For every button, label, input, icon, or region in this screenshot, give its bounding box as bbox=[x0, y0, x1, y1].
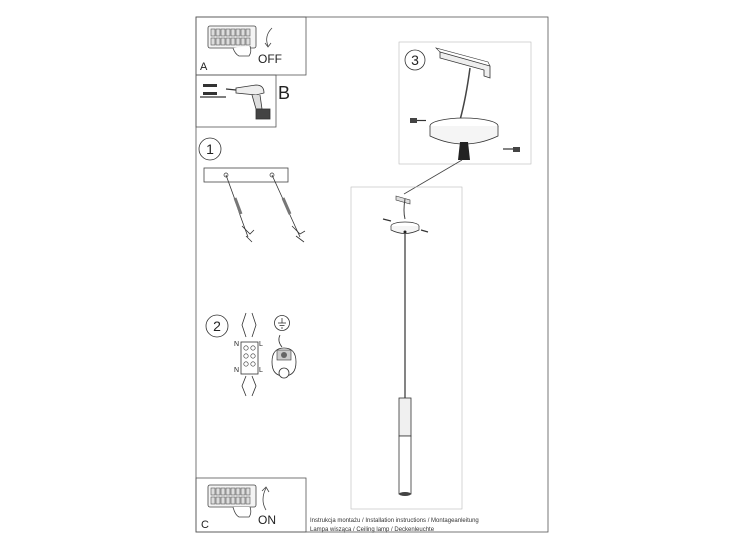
switch-off-icon bbox=[207, 25, 273, 57]
step-3-number: 3 bbox=[411, 52, 419, 68]
step-1: 1 bbox=[198, 137, 306, 243]
footer-line-1: Instrukcja montażu / Installation instru… bbox=[310, 518, 479, 524]
neutral-label-bottom: N bbox=[234, 367, 239, 374]
ground-icon bbox=[271, 315, 297, 379]
neutral-label-top: N bbox=[234, 341, 239, 348]
step-2-number: 2 bbox=[213, 318, 221, 334]
footer: Instrukcja montażu / Installation instru… bbox=[310, 517, 479, 535]
screw-left bbox=[410, 118, 426, 123]
mounting-bar bbox=[203, 167, 289, 183]
live-label-bottom: L bbox=[259, 367, 263, 374]
sheet-border bbox=[195, 16, 549, 533]
ceiling-wires bbox=[225, 174, 306, 243]
drill-icon bbox=[200, 84, 271, 120]
step-1-number: 1 bbox=[206, 141, 214, 157]
panel-c-letter: C bbox=[201, 519, 209, 531]
on-caption: ON bbox=[258, 513, 276, 527]
screw-right bbox=[503, 147, 520, 152]
off-caption: OFF bbox=[258, 52, 282, 66]
step-3-inset: 3 bbox=[398, 41, 532, 195]
switch-on-icon bbox=[207, 484, 270, 518]
live-label-top: L bbox=[259, 341, 263, 348]
panel-b-letter: B bbox=[278, 83, 290, 103]
footer-line-2: Lampa wisząca / Ceiling lamp / Deckenleu… bbox=[310, 527, 435, 533]
step-2-badge bbox=[205, 314, 229, 338]
canopy bbox=[429, 117, 499, 160]
panel-b: B bbox=[195, 74, 290, 128]
lamp-shade bbox=[398, 397, 412, 496]
panel-a-letter: A bbox=[200, 61, 208, 73]
step-1-badge bbox=[198, 137, 222, 161]
lamp-inset bbox=[350, 186, 463, 510]
step-3-badge bbox=[404, 49, 426, 71]
terminal-block bbox=[240, 312, 259, 397]
panel-a: A OFF bbox=[195, 16, 307, 76]
panel-c: C ON bbox=[195, 477, 307, 533]
step-2: 2 N L N L bbox=[205, 312, 297, 397]
